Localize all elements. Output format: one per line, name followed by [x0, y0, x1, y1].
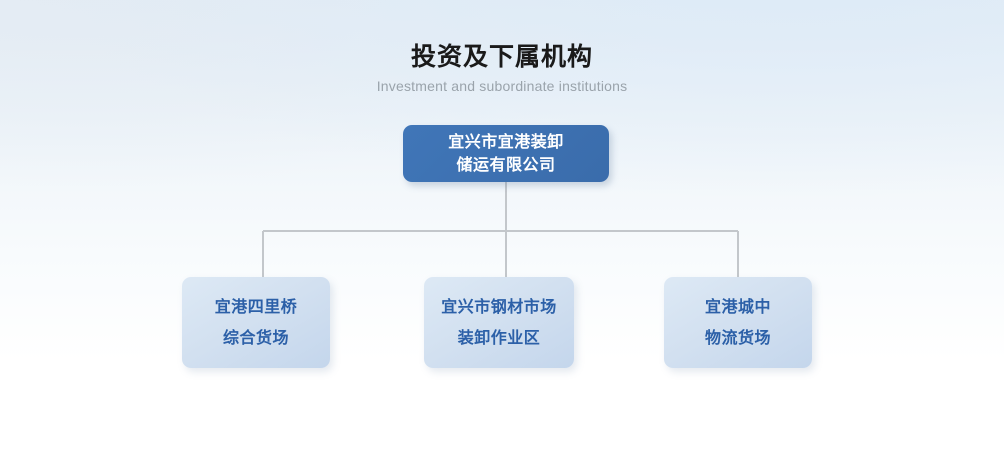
page-heading: 投资及下属机构 Investment and subordinate insti…: [0, 40, 1004, 96]
org-node-child-3-line-1: 宜港城中: [704, 298, 771, 316]
page-subtitle: Investment and subordinate institutions: [376, 78, 628, 94]
org-node-root[interactable]: 宜兴市宜港装卸 储运有限公司: [403, 125, 609, 182]
org-node-child-1-line-2: 综合货场: [222, 329, 289, 347]
org-node-child-3-line-2: 物流货场: [704, 329, 771, 347]
org-node-child-2[interactable]: 宜兴市钢材市场 装卸作业区: [424, 277, 574, 368]
org-node-child-2-line-1: 宜兴市钢材市场: [441, 298, 557, 316]
org-node-child-2-line-2: 装卸作业区: [457, 329, 541, 347]
org-node-child-3[interactable]: 宜港城中 物流货场: [664, 277, 812, 368]
org-node-child-1[interactable]: 宜港四里桥 综合货场: [182, 277, 330, 368]
org-node-root-line-1: 宜兴市宜港装卸: [448, 133, 564, 151]
page-title: 投资及下属机构: [410, 43, 593, 71]
org-node-child-1-line-1: 宜港四里桥: [214, 298, 298, 316]
org-node-root-line-2: 储运有限公司: [456, 156, 556, 174]
